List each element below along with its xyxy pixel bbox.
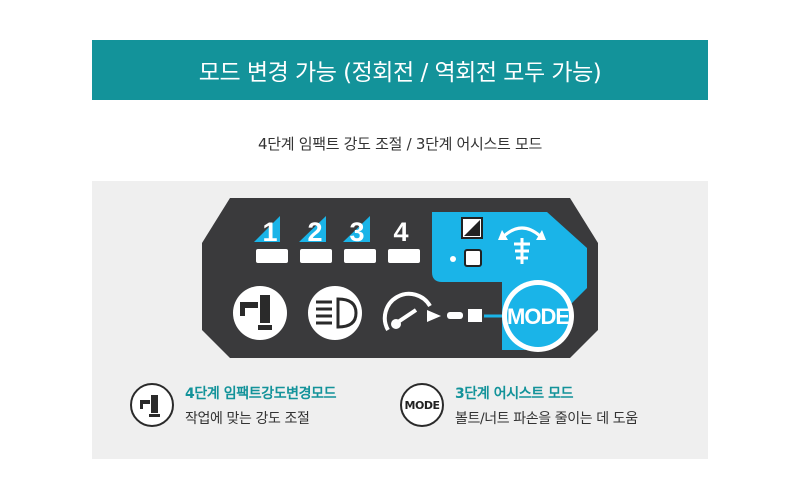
dash-segment bbox=[447, 312, 463, 319]
level-number-4: 4 bbox=[393, 217, 408, 247]
legend-title-impact: 4단계 임팩트강도변경모드 bbox=[185, 386, 337, 402]
impact-bit-button[interactable] bbox=[233, 286, 287, 340]
mode-icon: MODE bbox=[400, 383, 444, 427]
level-indicator-4: 4 bbox=[388, 217, 420, 263]
impact-bit-icon bbox=[240, 295, 272, 330]
mode-button-label: MODE bbox=[507, 304, 569, 329]
control-panel-illustration: 1 2 3 4 bbox=[202, 198, 598, 358]
level-indicator-3: 3 bbox=[343, 216, 376, 263]
level-number-3: 3 bbox=[349, 217, 364, 247]
arrow-right-icon bbox=[427, 310, 441, 322]
subtitle: 4단계 임팩트 강도 조절 / 3단계 어시스트 모드 bbox=[257, 135, 543, 153]
legend-item-assist: MODE 3단계 어시스트 모드 볼트/너트 파손을 줄이는 데 도움 bbox=[400, 383, 638, 428]
legend-title-assist: 3단계 어시스트 모드 bbox=[455, 386, 574, 402]
level-number-2: 2 bbox=[307, 217, 322, 247]
level-bar-4 bbox=[388, 249, 420, 263]
status-dot-icon bbox=[450, 256, 456, 262]
light-button[interactable] bbox=[308, 286, 362, 340]
rotation-indicator bbox=[450, 217, 483, 267]
mode-button[interactable]: MODE bbox=[502, 280, 574, 352]
level-indicator-1: 1 bbox=[254, 216, 288, 263]
direction-dot-square-icon bbox=[464, 249, 482, 267]
level-number-1: 1 bbox=[262, 217, 277, 247]
page-title-banner: 모드 변경 가능 (정회전 / 역회전 모두 가능) bbox=[92, 40, 708, 100]
speed-gauge-icon bbox=[382, 291, 432, 331]
level-bar-2 bbox=[300, 249, 332, 263]
impact-bit-icon bbox=[130, 383, 174, 427]
screw-rotation-icon bbox=[498, 226, 546, 264]
legend-desc-assist: 볼트/너트 파손을 줄이는 데 도움 bbox=[455, 411, 638, 427]
legend-item-impact: 4단계 임팩트강도변경모드 작업에 맞는 강도 조절 bbox=[130, 383, 337, 428]
legend-desc-impact: 작업에 맞는 강도 조절 bbox=[185, 411, 310, 427]
mode-icon-label: MODE bbox=[404, 398, 440, 412]
page-title: 모드 변경 가능 (정회전 / 역회전 모두 가능) bbox=[198, 60, 602, 86]
legend-text-impact: 4단계 임팩트강도변경모드 작업에 맞는 강도 조절 bbox=[185, 383, 337, 428]
headlight-icon bbox=[316, 297, 358, 329]
level-bar-3 bbox=[344, 249, 376, 263]
legend-text-assist: 3단계 어시스트 모드 볼트/너트 파손을 줄이는 데 도움 bbox=[455, 383, 638, 428]
square-indicator bbox=[468, 309, 482, 322]
level-bar-1 bbox=[256, 249, 288, 263]
level-indicator-2: 2 bbox=[299, 216, 332, 263]
